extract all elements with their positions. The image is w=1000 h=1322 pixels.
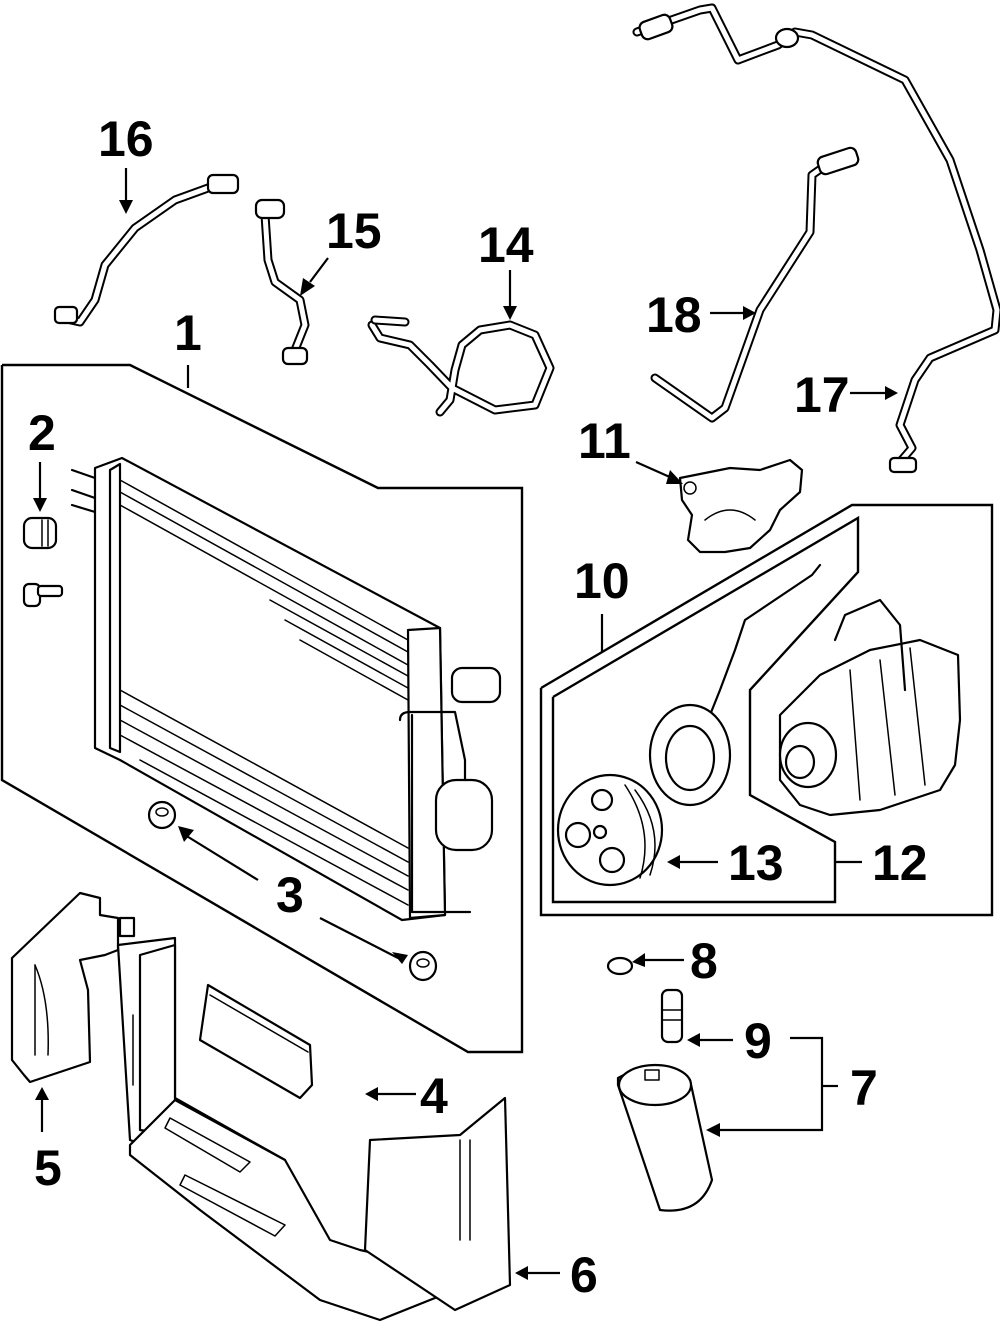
discharge-line-part[interactable] (53, 173, 240, 327)
leader-lines (33, 168, 898, 1280)
callout-18: 18 (646, 287, 702, 343)
callout-14: 14 (478, 217, 534, 273)
callout-8: 8 (690, 933, 718, 989)
callout-6: 6 (570, 1247, 598, 1303)
ac-line-long-part[interactable] (632, 3, 1000, 474)
condenser-group-box (0, 363, 524, 1054)
callout-3: 3 (276, 867, 304, 923)
callout-labels: 1 2 3 4 5 6 7 8 9 10 11 12 13 14 15 16 1… (28, 111, 928, 1303)
air-deflector-part[interactable] (198, 983, 314, 1100)
callout-4: 4 (420, 1068, 448, 1124)
pressure-switch-part[interactable] (660, 988, 684, 1044)
compressor-part[interactable] (778, 598, 962, 817)
callout-13: 13 (728, 835, 784, 891)
callout-7: 7 (850, 1060, 878, 1116)
callout-17: 17 (794, 367, 850, 423)
clutch-pulley-part[interactable] (556, 773, 664, 887)
callout-11: 11 (578, 413, 631, 469)
condenser-part[interactable] (70, 456, 502, 922)
compressor-bracket-part[interactable] (678, 458, 804, 554)
ac-line-short-part[interactable] (650, 146, 860, 423)
suction-hose-part[interactable] (367, 315, 555, 417)
clutch-coil-part[interactable] (648, 563, 822, 807)
callout-9: 9 (744, 1013, 772, 1069)
compressor-group-box (539, 503, 994, 917)
callout-15: 15 (326, 203, 382, 259)
callout-12: 12 (872, 835, 928, 891)
o-ring-part[interactable] (606, 956, 634, 976)
side-baffle-part[interactable] (10, 891, 136, 1084)
receiver-drier-part[interactable] (616, 1063, 714, 1212)
callout-16: 16 (98, 111, 154, 167)
liquid-line-part[interactable] (254, 198, 310, 366)
callout-5: 5 (34, 1140, 62, 1196)
callout-2: 2 (28, 405, 56, 461)
lower-shield-part[interactable] (116, 936, 512, 1322)
callout-10: 10 (574, 553, 630, 609)
insulator-parts[interactable] (147, 800, 438, 982)
callout-1: 1 (174, 305, 202, 361)
bushing-part[interactable] (22, 516, 64, 608)
